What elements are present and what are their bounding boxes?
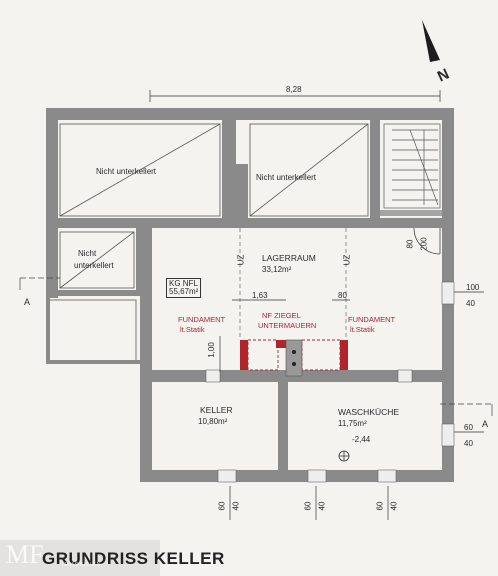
- dim-right-40b: 40: [464, 439, 473, 448]
- dim-bottom-40c: 40: [389, 501, 399, 511]
- dim-1-00: 1,00: [206, 342, 216, 358]
- annot-nf-ziegel: NF ZIEGEL: [262, 311, 301, 320]
- dim-right-100: 100: [466, 283, 480, 292]
- dim-bottom-60c: 60: [375, 501, 385, 511]
- annot-fundament-right: FUNDAMENT: [348, 315, 396, 324]
- room-label-nicht-3-b: unterkellert: [74, 261, 114, 270]
- dim-uz-1: UZ: [236, 254, 246, 266]
- room-name-lagerraum: LAGERRAUM: [262, 253, 316, 263]
- dim-stair-80: 80: [405, 239, 415, 249]
- room-area-lagerraum: 33,12m²: [262, 265, 292, 274]
- dim-80-mid: 80: [338, 291, 347, 300]
- watermark-sub: IMMOBILIEN: [62, 562, 102, 568]
- room-name-keller: KELLER: [200, 405, 233, 415]
- kg-nfl-value: 55,67m²: [169, 287, 199, 296]
- kg-nfl-title: KG NFL: [169, 279, 198, 288]
- dim-bottom-60a: 60: [217, 501, 227, 511]
- kg-nfl-box: KG NFL 55,67m²: [166, 278, 202, 298]
- room-label-nicht-2: Nicht unterkellert: [256, 173, 317, 182]
- dim-top: 8,28: [286, 85, 302, 94]
- section-marker-a-left: A: [24, 297, 31, 307]
- annot-fundament-left: FUNDAMENT: [178, 315, 226, 324]
- stairs: [383, 123, 441, 209]
- dim-1-63: 1,63: [252, 291, 268, 300]
- dim-bottom-40b: 40: [317, 501, 327, 511]
- level-waschkueche: -2,44: [352, 435, 371, 444]
- watermark-logo: MF: [6, 540, 44, 569]
- room-area-waschkueche: 11,75m²: [338, 419, 367, 428]
- section-marker-a-right: A: [482, 419, 489, 429]
- room-label-nicht-3-a: Nicht: [78, 249, 97, 258]
- dim-right-60: 60: [464, 423, 473, 432]
- annot-statik-right: lt.Statik: [350, 325, 375, 334]
- annot-statik-left: lt.Statik: [180, 325, 205, 334]
- room-name-waschkueche: WASCHKÜCHE: [338, 407, 400, 417]
- dim-bottom-60b: 60: [303, 501, 313, 511]
- room-label-nicht-1: Nicht unterkellert: [96, 167, 157, 176]
- plan-title: GRUNDRISS KELLER: [42, 549, 225, 568]
- north-arrow-icon: [422, 20, 440, 62]
- dim-stair-200: 200: [419, 237, 429, 251]
- dim-right-40a: 40: [466, 299, 475, 308]
- room-area-keller: 10,80m²: [198, 417, 228, 426]
- annot-untermauern: UNTERMAUERN: [258, 321, 317, 330]
- dim-uz-2: UZ: [342, 254, 352, 266]
- dim-bottom-40a: 40: [231, 501, 241, 511]
- foundations: [240, 340, 348, 370]
